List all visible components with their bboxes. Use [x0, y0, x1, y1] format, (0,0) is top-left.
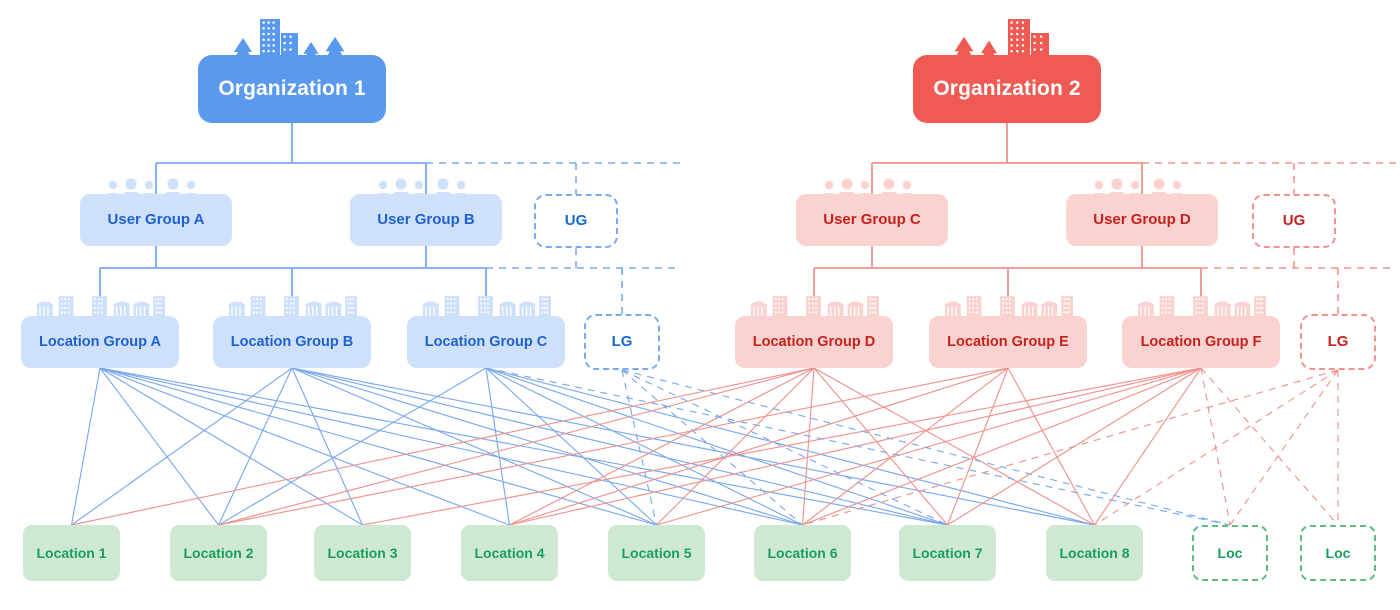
location-placeholder-1[interactable]: Loc: [1192, 525, 1268, 581]
membership-lga-loc4: [99, 367, 510, 526]
membership-lgb-loc1: [71, 367, 293, 526]
membership-lgd-loc2: [218, 367, 815, 526]
user-group-node-a[interactable]: User Group A: [80, 194, 232, 246]
membership-lge-loc2: [218, 367, 1009, 526]
membership-dashed-lg-ghost-red-loc8: [1094, 369, 1339, 526]
location-node-6[interactable]: Location 6: [754, 525, 851, 581]
location-node-7[interactable]: Location 7: [899, 525, 996, 581]
location-node-8[interactable]: Location 8: [1046, 525, 1143, 581]
location-group-placeholder-1[interactable]: LG: [584, 314, 660, 370]
user-group-node-b[interactable]: User Group B: [350, 194, 502, 246]
membership-lgf-loc7: [947, 367, 1202, 526]
location-node-5[interactable]: Location 5: [608, 525, 705, 581]
membership-lgc-loc8: [485, 367, 1095, 526]
membership-lgc-loc2: [218, 367, 487, 526]
user-group-node-d[interactable]: User Group D: [1066, 194, 1218, 246]
location-group-placeholder-2[interactable]: LG: [1300, 314, 1376, 370]
membership-lge-loc7: [946, 367, 1009, 526]
membership-dashed-lg-ghost-blue-loc5: [621, 369, 658, 526]
membership-lgd-loc4: [509, 367, 815, 526]
membership-dashed-lgc-loc-ghost-1: [485, 367, 1231, 526]
membership-lgf-loc3: [362, 367, 1202, 526]
location-node-1[interactable]: Location 1: [23, 525, 120, 581]
membership-lgb-loc5: [291, 367, 657, 526]
membership-lga-loc7: [99, 367, 948, 526]
membership-lgd-loc5: [656, 367, 815, 526]
location-group-node-a[interactable]: Location Group A: [21, 316, 179, 368]
membership-dashed-lg-ghost-blue-loc-ghost-1: [621, 369, 1231, 526]
location-group-node-e[interactable]: Location Group E: [929, 316, 1087, 368]
membership-lga-loc3: [99, 367, 363, 526]
user-group-placeholder-2[interactable]: UG: [1252, 194, 1336, 248]
membership-lgd-loc8: [813, 367, 1095, 526]
membership-lgd-loc7: [813, 367, 948, 526]
membership-lgb-loc7: [291, 367, 948, 526]
membership-lgc-loc4: [485, 367, 511, 526]
location-node-3[interactable]: Location 3: [314, 525, 411, 581]
membership-dashed-lgf-loc-ghost-2: [1200, 367, 1339, 526]
membership-lgb-loc6: [291, 367, 803, 526]
location-group-node-c[interactable]: Location Group C: [407, 316, 565, 368]
location-group-node-d[interactable]: Location Group D: [735, 316, 893, 368]
membership-lgb-loc3: [291, 367, 364, 526]
membership-lgf-loc8: [1094, 367, 1202, 526]
membership-lgc-loc6: [485, 367, 803, 526]
membership-lge-loc6: [802, 367, 1009, 526]
membership-lga-loc2: [99, 367, 219, 526]
location-group-node-f[interactable]: Location Group F: [1122, 316, 1280, 368]
membership-lgd-loc6: [801, 367, 815, 526]
location-placeholder-2[interactable]: Loc: [1300, 525, 1376, 581]
membership-dashed-lg-ghost-blue-loc6: [621, 369, 803, 526]
membership-lgc-loc5: [485, 367, 657, 526]
user-group-node-c[interactable]: User Group C: [796, 194, 948, 246]
membership-dashed-lg-ghost-red-loc6: [802, 369, 1339, 526]
membership-lga-loc6: [99, 367, 803, 526]
user-group-placeholder-1[interactable]: UG: [534, 194, 618, 248]
membership-lgf-loc6: [802, 367, 1202, 526]
membership-lgc-loc7: [485, 367, 948, 526]
membership-lgb-loc2: [217, 367, 293, 526]
membership-lgf-loc5: [656, 367, 1202, 526]
membership-lge-loc8: [1007, 367, 1096, 526]
membership-dashed-lg-ghost-blue-loc7: [621, 369, 948, 526]
membership-dashed-lgf-loc-ghost-1: [1200, 367, 1231, 526]
organization-node-1[interactable]: Organization 1: [198, 55, 386, 123]
membership-lgf-loc4: [509, 367, 1202, 526]
organization-node-2[interactable]: Organization 2: [913, 55, 1101, 123]
location-group-node-b[interactable]: Location Group B: [213, 316, 371, 368]
membership-dashed-lg-ghost-red-loc-ghost-1: [1229, 369, 1339, 526]
membership-lgb-loc8: [291, 367, 1095, 526]
membership-lga-loc1: [70, 367, 101, 526]
membership-lgd-loc1: [71, 367, 815, 526]
location-node-4[interactable]: Location 4: [461, 525, 558, 581]
membership-lge-loc4: [509, 367, 1009, 526]
membership-lga-loc5: [99, 367, 657, 526]
membership-connector-lines: [70, 367, 1339, 526]
location-node-2[interactable]: Location 2: [170, 525, 267, 581]
